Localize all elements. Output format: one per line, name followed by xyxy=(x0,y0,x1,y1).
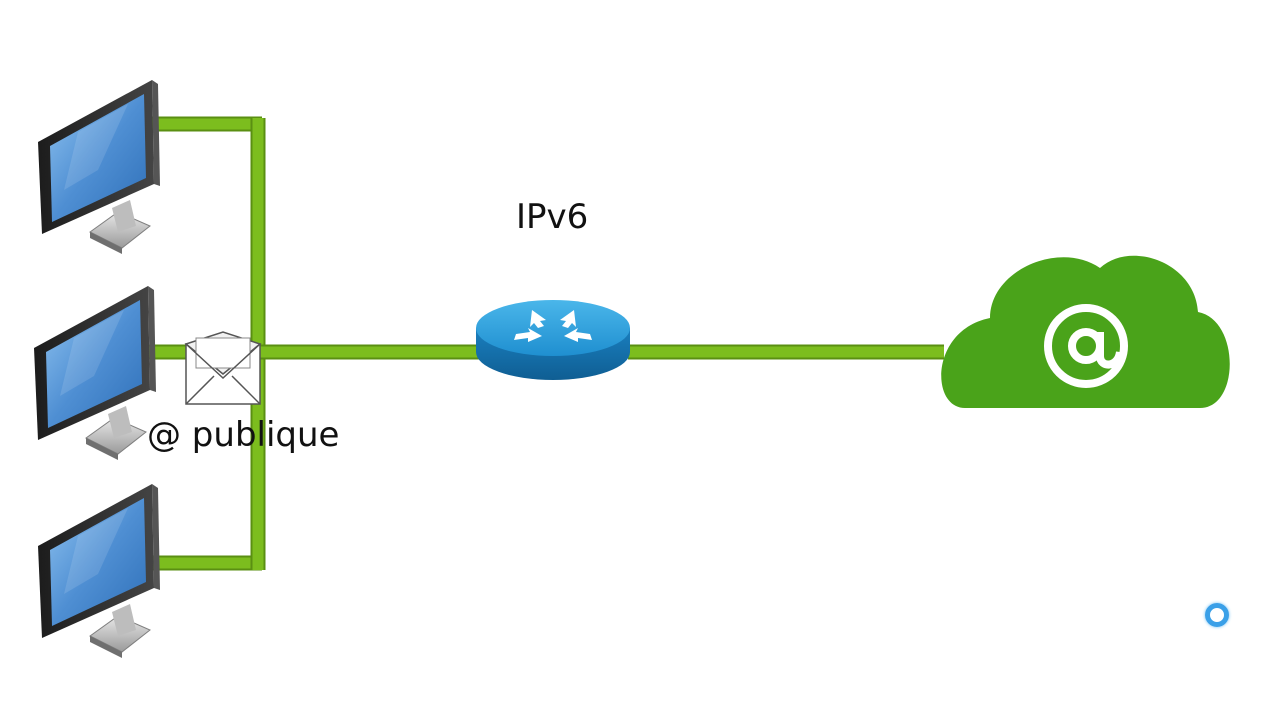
computer-icon xyxy=(37,483,161,659)
computer-icon xyxy=(37,79,161,255)
envelope-icon xyxy=(184,331,262,405)
router-label: IPv6 xyxy=(516,197,589,237)
loading-spinner-icon xyxy=(1205,603,1229,627)
internet-cloud-icon xyxy=(941,255,1230,408)
computer-icon xyxy=(33,285,157,461)
router-icon xyxy=(476,300,630,380)
address-label: @ publique xyxy=(147,415,340,455)
